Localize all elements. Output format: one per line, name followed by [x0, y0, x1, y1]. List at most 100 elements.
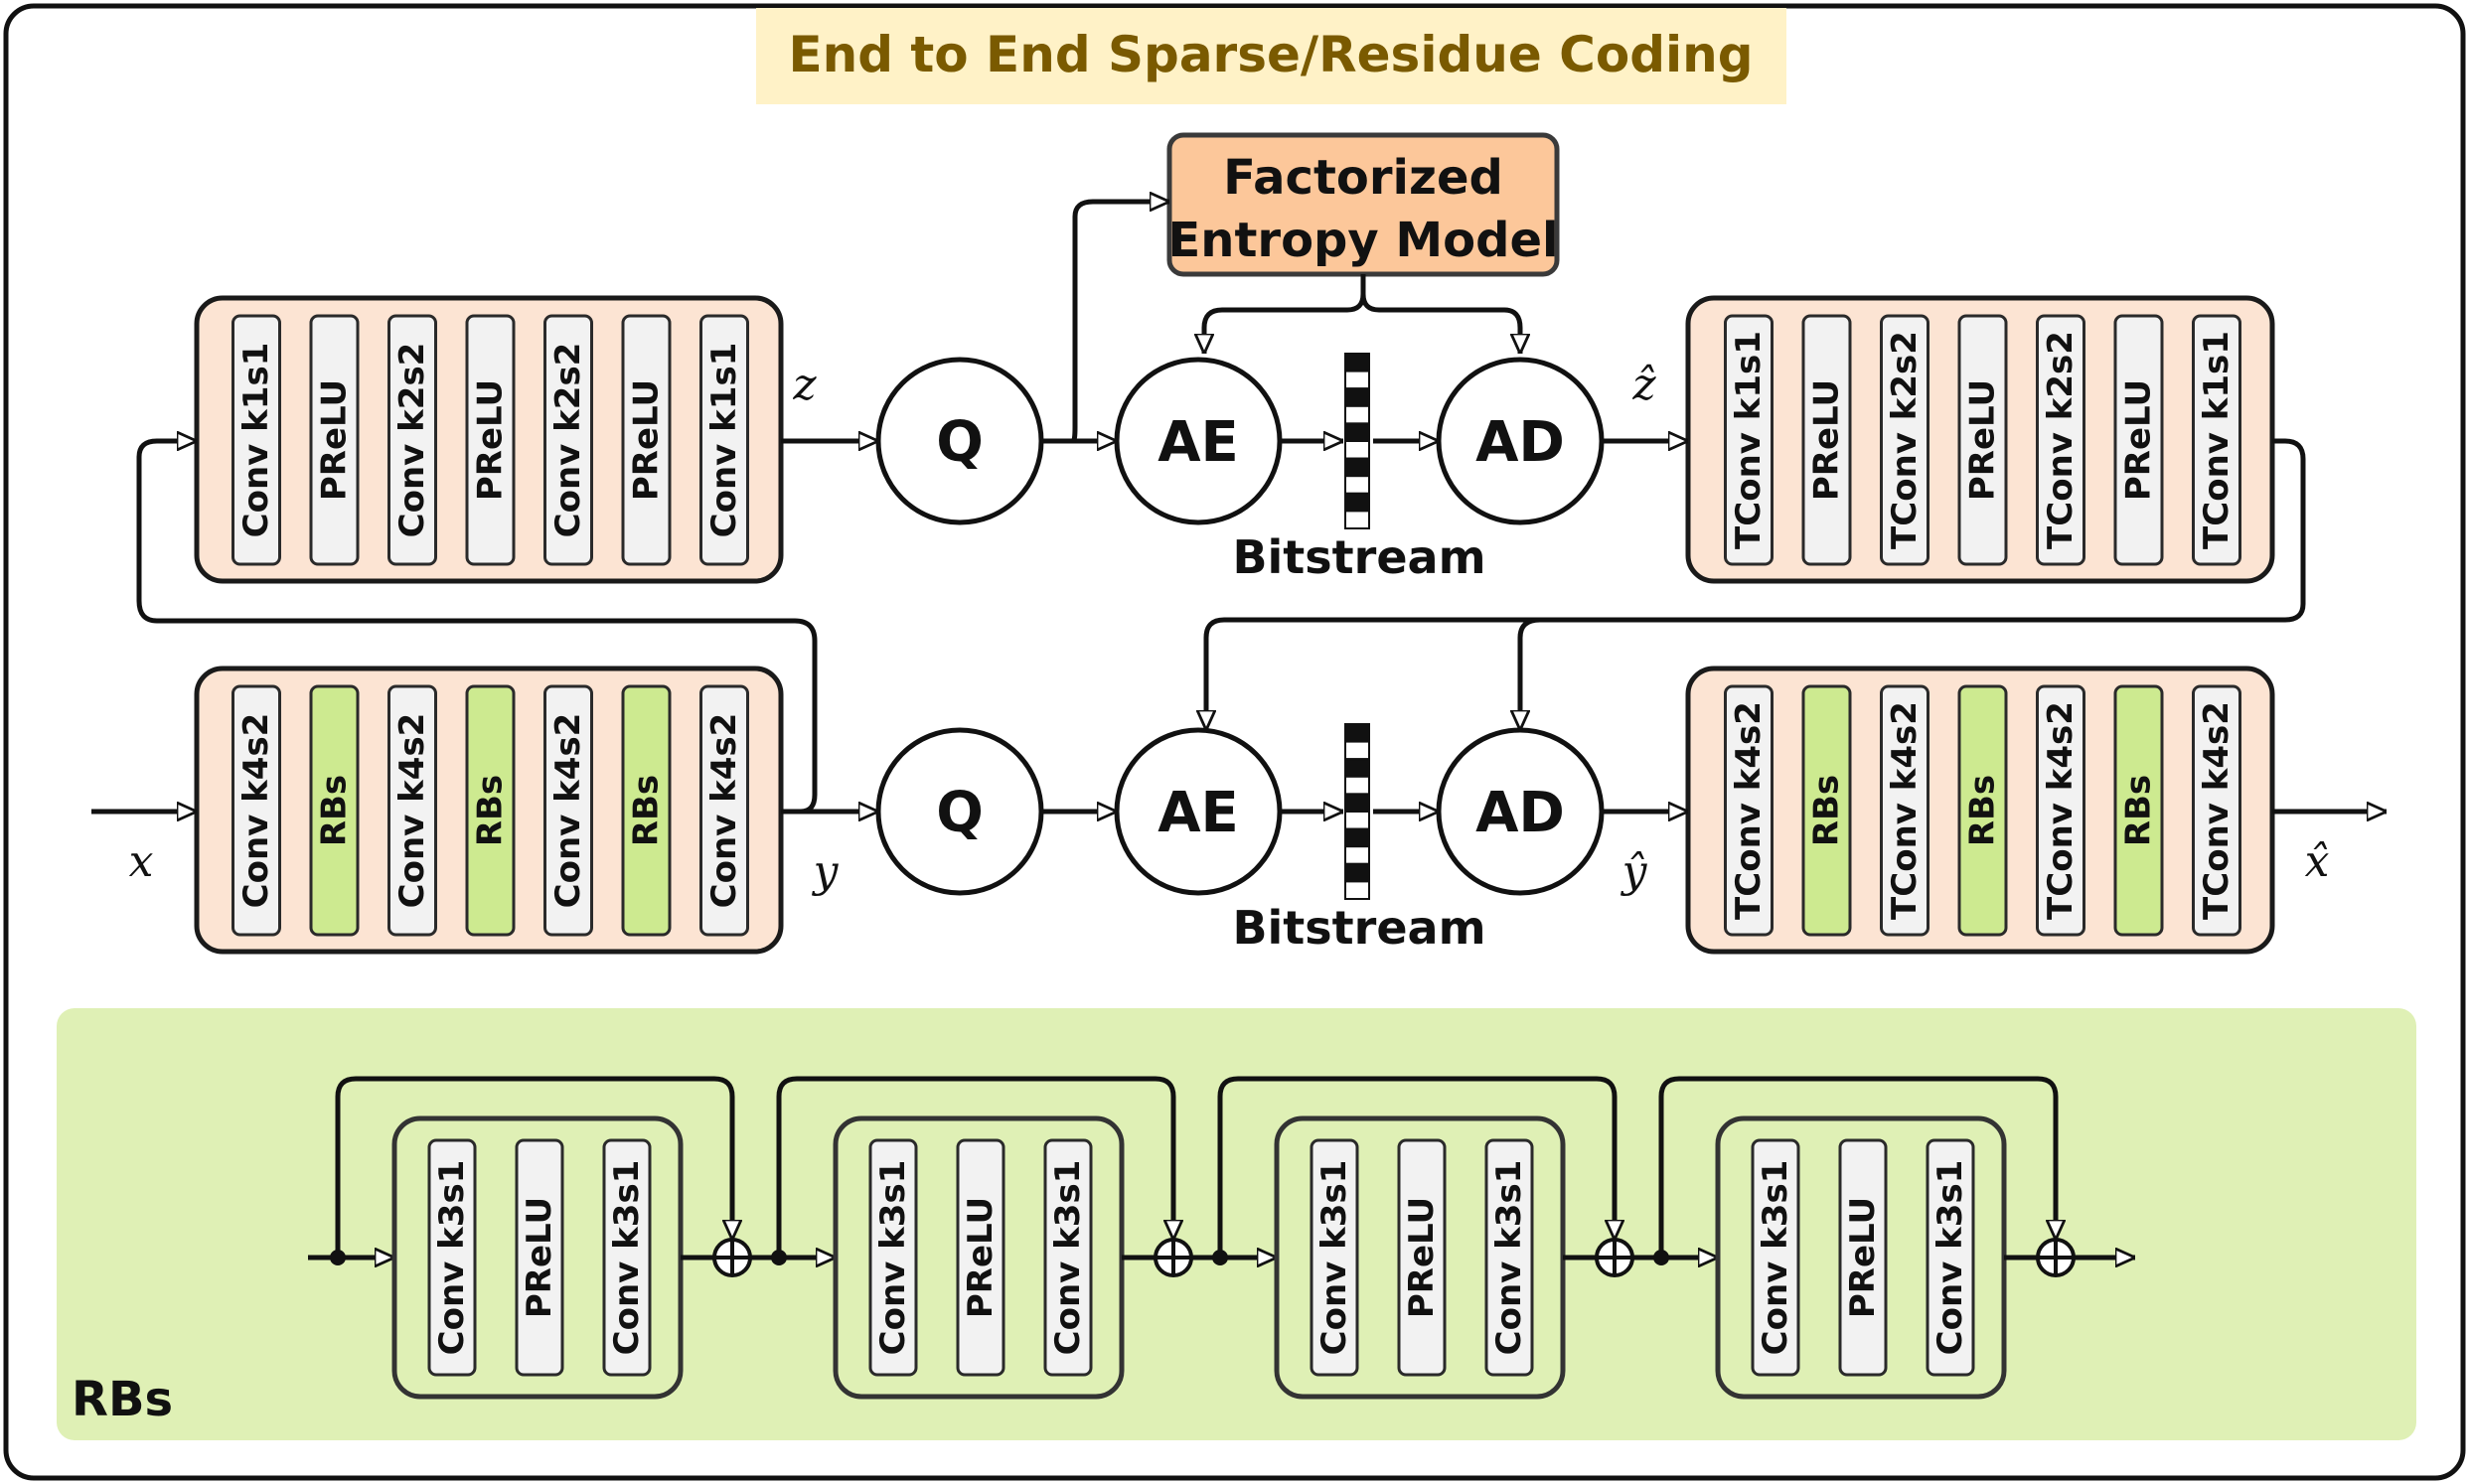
main-decoder-layer-3-label: TConv k4s2: [1885, 701, 1925, 920]
hyper-encoder-layer-4-label: PReLU: [471, 379, 511, 501]
main-arith-encoder-label: AE: [1157, 781, 1239, 845]
main-bitstream-cell: [1344, 880, 1370, 901]
rb-unit-2-layer-conv-k3s1: [1043, 1138, 1093, 1377]
rb-unit-2-layer-label: PReLU: [961, 1197, 1001, 1318]
hyper-bitstream-label: Bitstream: [1232, 530, 1485, 584]
main-encoder-layer-1-label: Conv k4s2: [236, 713, 276, 909]
main-decoder-layer-6-rbs: [2113, 684, 2164, 937]
main-encoder-layer-2-label: RBs: [315, 775, 355, 846]
rbs-panel: [57, 1008, 2416, 1440]
hyper-encoder-layer-7-label: Conv k1s1: [704, 343, 744, 538]
main-decoder-layer-7-tconv-k4s2: [2192, 684, 2241, 937]
main-bitstream-cell: [1344, 793, 1370, 814]
hyper-bitstream-cell: [1344, 475, 1370, 495]
hyper-encoder-layers: Conv k1s1 PReLU Conv k2s2 PReLU Conv k2s2 PRe…: [231, 314, 749, 566]
main-decoder-layer-3-tconv-k4s2: [1880, 684, 1929, 937]
main-bitstream-cell: [1344, 758, 1370, 778]
main-decoder-layer-4-rbs: [1957, 684, 2008, 937]
main-encoder-layer-6-rbs: [621, 684, 672, 937]
hyper-bitstream-cell: [1344, 492, 1370, 513]
main-bitstream-label: Bitstream: [1232, 901, 1485, 955]
rb-skip-connection: [1658, 1076, 2056, 1258]
main-decoder-layer-7-label: TConv k4s2: [2197, 701, 2237, 920]
rb-adder-cross: [2038, 1240, 2074, 1275]
rb-adder-cross: [1156, 1240, 1191, 1275]
main-encoder-layer-5-conv-k4s2: [543, 684, 593, 937]
main-encoder-layer-7-conv-k4s2: [699, 684, 749, 937]
main-bitstream-cell: [1344, 775, 1370, 796]
rb-unit-1-layer-label: Conv k3s1: [607, 1160, 647, 1356]
main-quantizer-label: Q: [936, 781, 984, 845]
rb-unit-1-layer-label: Conv k3s1: [432, 1160, 472, 1356]
hyper-bitstream-cell: [1344, 353, 1370, 372]
main-encoder-layer-4-rbs: [465, 684, 516, 937]
rb-unit-4-layer-label: Conv k3s1: [1930, 1160, 1970, 1356]
hyper-encoder-layer-3-conv-k2s2: [387, 314, 437, 566]
rb-unit-2-layer-conv-k3s1: [868, 1138, 918, 1377]
rb-unit-3-layer-conv-k3s1: [1310, 1138, 1359, 1377]
rb-unit-4-layer-conv-k3s1: [1751, 1138, 1800, 1377]
arrow-q-to-entropy: [1041, 202, 1169, 444]
hyper-encoder-layer-5-conv-k2s2: [543, 314, 593, 566]
hyper-decoder-layer-7-label: TConv k1s1: [2197, 331, 2237, 549]
signal-y-hat: ŷ: [1620, 846, 1648, 897]
hyper-encoder-layer-1-conv-k1s1: [231, 314, 281, 566]
main-decoder-layer-2-rbs: [1801, 684, 1852, 937]
rb-skip-connection: [1217, 1076, 1615, 1258]
hyper-encoder-layer-3-label: Conv k2s2: [392, 343, 432, 538]
hyper-encoder-layer-5-label: Conv k2s2: [548, 343, 588, 538]
main-encoder-layer-2-rbs: [309, 684, 360, 937]
hyper-encoder-layer-4-prelu: [465, 314, 516, 566]
main-encoder-layer-3-label: Conv k4s2: [392, 713, 432, 909]
rb-unit-4-layer-conv-k3s1: [1926, 1138, 1975, 1377]
rb-unit-3-layer-label: Conv k3s1: [1314, 1160, 1354, 1356]
main-decoder-layer-1-label: TConv k4s2: [1729, 701, 1769, 920]
hyper-decoder-layer-4-prelu: [1957, 314, 2008, 566]
main-bitstream-cell: [1344, 740, 1370, 761]
title-banner: [756, 8, 1786, 104]
rb-unit-1-layer-conv-k3s1: [602, 1138, 652, 1377]
main-decoder-layer-6-label: RBs: [2119, 775, 2159, 846]
rb-adder-cross: [714, 1240, 750, 1275]
signal-z-hat: ẑ: [1631, 360, 1656, 410]
hyper-decoder-layer-7-tconv-k1s1: [2192, 314, 2241, 566]
hyper-bitstream-cell: [1344, 457, 1370, 478]
rb-unit-3-layer-conv-k3s1: [1484, 1138, 1534, 1377]
rb-unit-4-layer-label: Conv k3s1: [1756, 1160, 1795, 1356]
hyper-arith-encoder-label: AE: [1157, 410, 1239, 475]
main-arith-decoder-label: AD: [1475, 781, 1565, 845]
rb-skip-connection: [776, 1076, 1173, 1258]
entropy-model-line1: Factorized: [1223, 150, 1503, 206]
rb-unit-3-layer-label: PReLU: [1402, 1197, 1442, 1318]
signal-x: x: [129, 836, 154, 887]
arrow-y-to-hyper-encoder: [136, 441, 818, 815]
hyper-path-arrows: [781, 202, 1688, 441]
entropy-model-line2: Entropy Model: [1167, 213, 1558, 268]
hyper-bitstream-cell: [1344, 440, 1370, 460]
hyper-encoder-layer-2-label: PReLU: [315, 379, 355, 501]
residual-blocks-detail: Conv k3s1 PReLU Conv k3s1 Conv k3s1 PReLU Con…: [308, 1076, 2135, 1400]
rb-unit-1-layer-prelu: [515, 1138, 564, 1377]
signal-y: y: [812, 846, 840, 897]
arrow-zhat-to-main-ae: [1206, 438, 2306, 730]
rb-unit-1-layer-label: PReLU: [520, 1197, 559, 1318]
main-encoder-layer-6-label: RBs: [627, 775, 667, 846]
main-encoder-layer-7-label: Conv k4s2: [704, 713, 744, 909]
arrow-zhat-to-main-ad: [1520, 617, 1590, 730]
hyper-decoder-layer-5-tconv-k2s2: [2036, 314, 2085, 566]
hyper-encoder-layer-2-prelu: [309, 314, 360, 566]
bitstream-strips: [1344, 353, 1370, 901]
main-decoder-layer-4-label: RBs: [1963, 775, 2003, 846]
hyper-decoder-layer-4-label: PReLU: [1963, 379, 2003, 501]
main-bitstream-cell: [1344, 827, 1370, 848]
hyper-decoder-layer-3-label: TConv k2s2: [1885, 331, 1925, 549]
rb-unit-1-layer-conv-k3s1: [427, 1138, 477, 1377]
hyper-quantizer-label: Q: [936, 410, 984, 475]
hyper-decoder-layer-2-label: PReLU: [1807, 379, 1847, 501]
rb-unit-3-layer-prelu: [1397, 1138, 1447, 1377]
hyper-encoder-layer-1-label: Conv k1s1: [236, 343, 276, 538]
hyper-bitstream-cell: [1344, 370, 1370, 390]
hyper-encoder-layer-6-label: PReLU: [627, 379, 667, 501]
hyper-encoder-layer-6-prelu: [621, 314, 672, 566]
